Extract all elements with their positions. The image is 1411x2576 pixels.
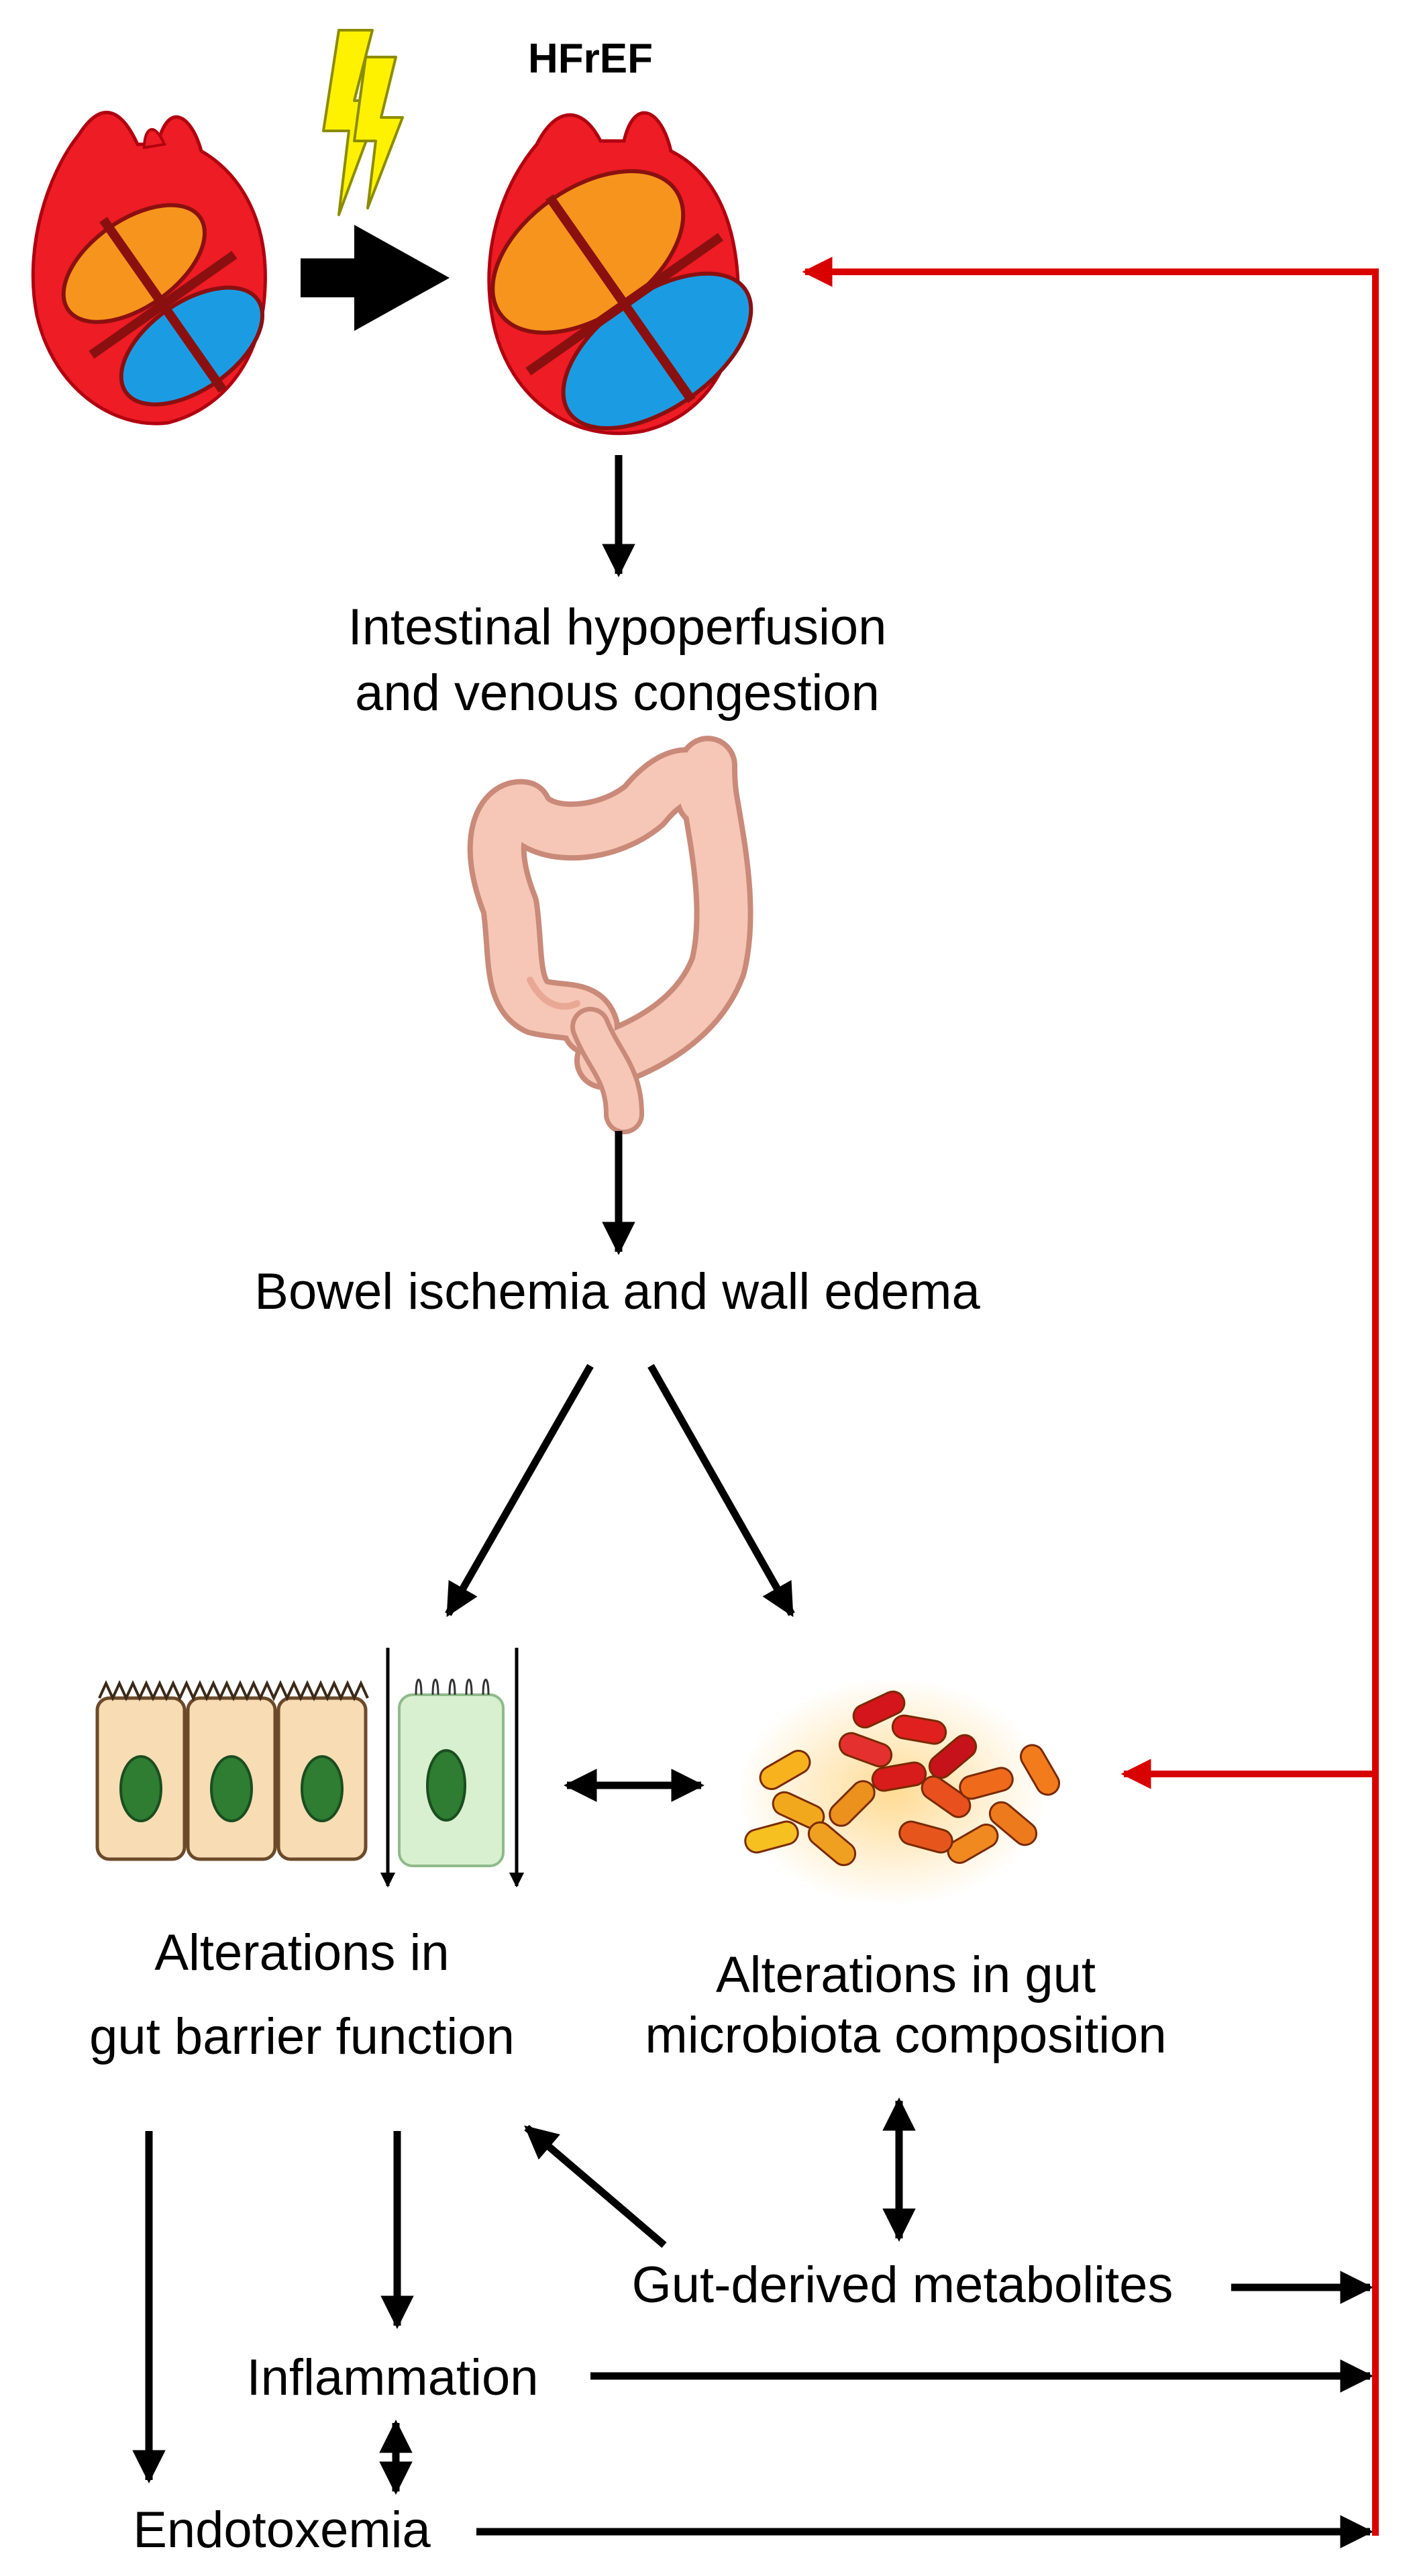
heart-normal-icon (31, 111, 267, 426)
node-inflammation: Inflammation (246, 2349, 538, 2406)
lightning-icon (322, 29, 404, 216)
node-microbiota: Alterations in gut microbiota compositio… (645, 1946, 1166, 2064)
heart-failure-icon (487, 111, 753, 436)
node-hypoperfusion: Intestinal hypoperfusion and venous cong… (348, 599, 887, 722)
intestinal-cells-icon (95, 1648, 525, 1888)
barrier-line-1: Alterations in (154, 1924, 449, 1981)
node-metabolites: Gut-derived metabolites (632, 2257, 1173, 2314)
transition-arrow-icon (301, 225, 450, 331)
arrow-ischemia-to-microbiota (647, 1364, 795, 1618)
hfref-title: HFrEF (528, 36, 653, 82)
node-ischemia: Bowel ischemia and wall edema (254, 1263, 980, 1320)
microbiota-line-1: Alterations in gut (716, 1946, 1096, 2003)
barrier-line-2: gut barrier function (89, 2008, 515, 2065)
node-barrier: Alterations in gut barrier function (89, 1924, 515, 2065)
microbiota-line-2: microbiota composition (645, 2007, 1166, 2064)
arrow-metabolites-to-barrier (524, 2124, 667, 2248)
hypoperfusion-line-2: and venous congestion (355, 664, 880, 722)
bacteria-icon (738, 1678, 1060, 1906)
node-endotoxemia: Endotoxemia (133, 2501, 431, 2559)
arrow-ischemia-to-barrier (445, 1364, 594, 1618)
hypoperfusion-line-1: Intestinal hypoperfusion (348, 599, 887, 656)
colon-icon (467, 736, 753, 1134)
